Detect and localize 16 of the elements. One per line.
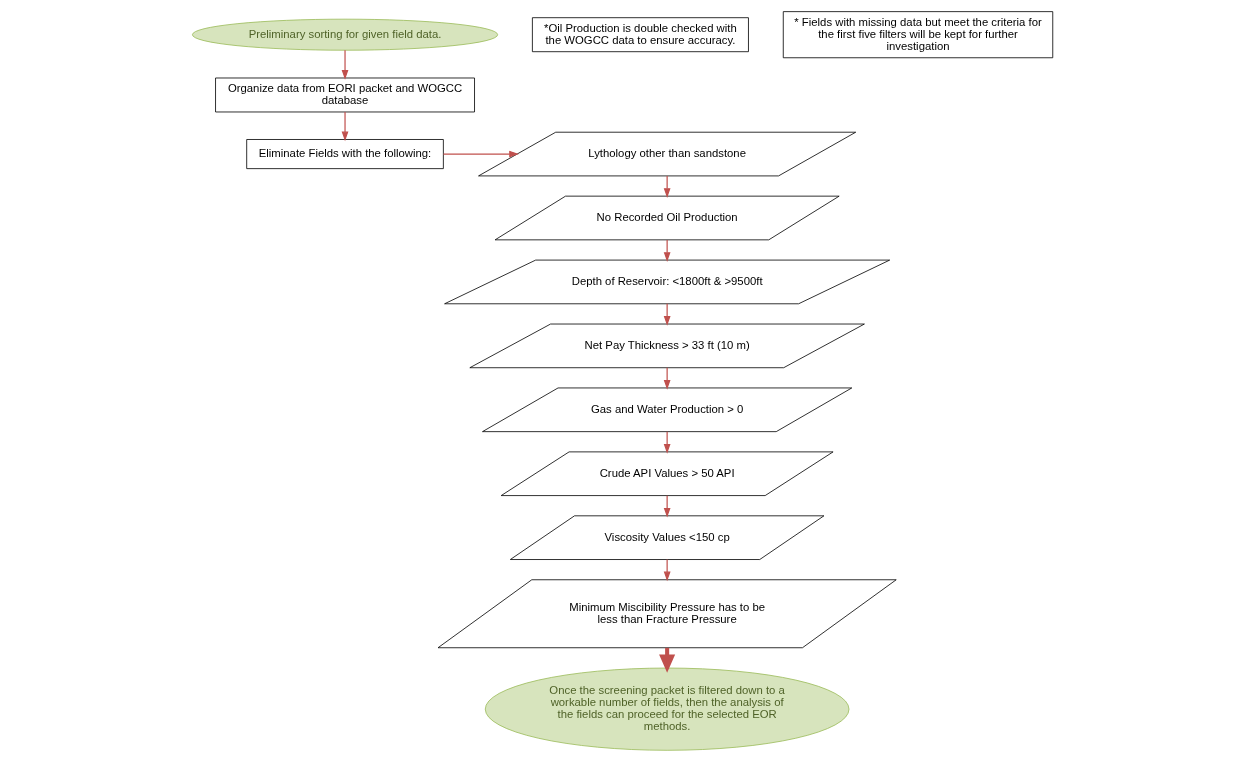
arrow (663, 495, 671, 518)
arrow (663, 559, 671, 582)
node-box: *Oil Production is double checked with the WOGCC data to ensure accuracy. (531, 17, 749, 53)
node-box: Organize data from EORI packet and WOGCC database (214, 77, 475, 113)
arrow (442, 150, 519, 158)
node-box: Eliminate Fields with the following: (245, 139, 444, 170)
arrow (341, 49, 348, 80)
node-ellipse: Preliminary sorting for given field data. (191, 18, 498, 51)
arrow (663, 367, 671, 390)
arrow (663, 431, 671, 454)
arrow (663, 303, 671, 326)
node-box: * Fields with missing data but meet the criteria for the first five filters will be kept for further investigation (782, 11, 1053, 59)
arrow (663, 175, 671, 198)
node-ellipse: Once the screening packet is filtered down to a workable number of fields, then the analysis of the fields can proceed for the selected EOR methods. (484, 667, 849, 751)
arrow (663, 239, 671, 262)
arrow (341, 111, 348, 142)
